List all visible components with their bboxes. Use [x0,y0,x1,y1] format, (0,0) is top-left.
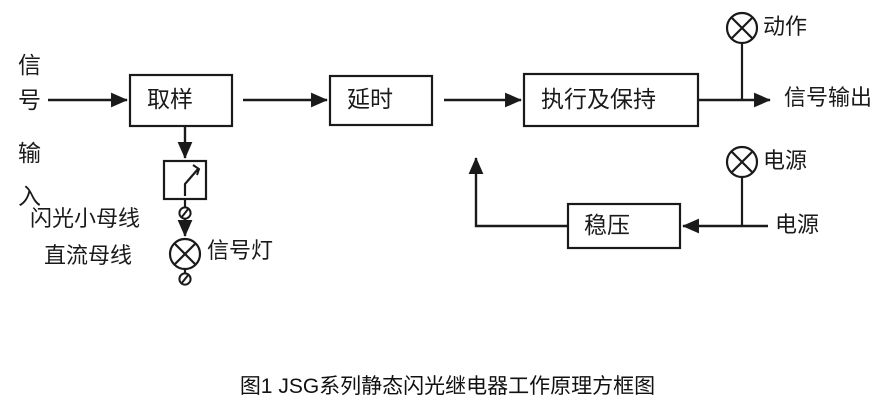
power-lamp-label: 电源 [763,148,808,173]
wire-regulator-feedback [468,157,568,228]
action-lamp-icon [725,11,759,45]
block-delay-rect [328,74,434,127]
dc-bus-label: 直流母线 [44,243,133,268]
flash-bus-label: 闪光小母线 [30,206,141,231]
signal-lamp-label: 信号灯 [207,238,274,263]
power-source-label: 电源 [775,212,820,237]
signal-output-label: 信号输出 [784,85,873,110]
signal-lamp-icon [168,237,202,271]
input-label-char-1: 信 [18,52,41,78]
terminal-lower-icon [178,272,192,286]
input-label-char-4: 入 [18,183,41,209]
block-label-regulator: 稳压 [584,212,630,238]
action-lamp-label: 动作 [763,14,808,39]
block-sampling-rect [128,73,234,128]
figure-caption: 图1 JSG系列静态闪光继电器工作原理方框图 [239,375,656,398]
input-label-char-2: 号 [18,87,41,113]
block-label-execute: 执行及保持 [541,86,656,112]
input-label-char-3: 输 [18,140,41,166]
power-lamp-icon [725,145,759,179]
terminal-upper-icon [178,206,192,220]
normally-open-contact-icon [183,164,201,196]
block-label-delay: 延时 [347,86,393,112]
block-label-sampling: 取样 [147,86,193,112]
